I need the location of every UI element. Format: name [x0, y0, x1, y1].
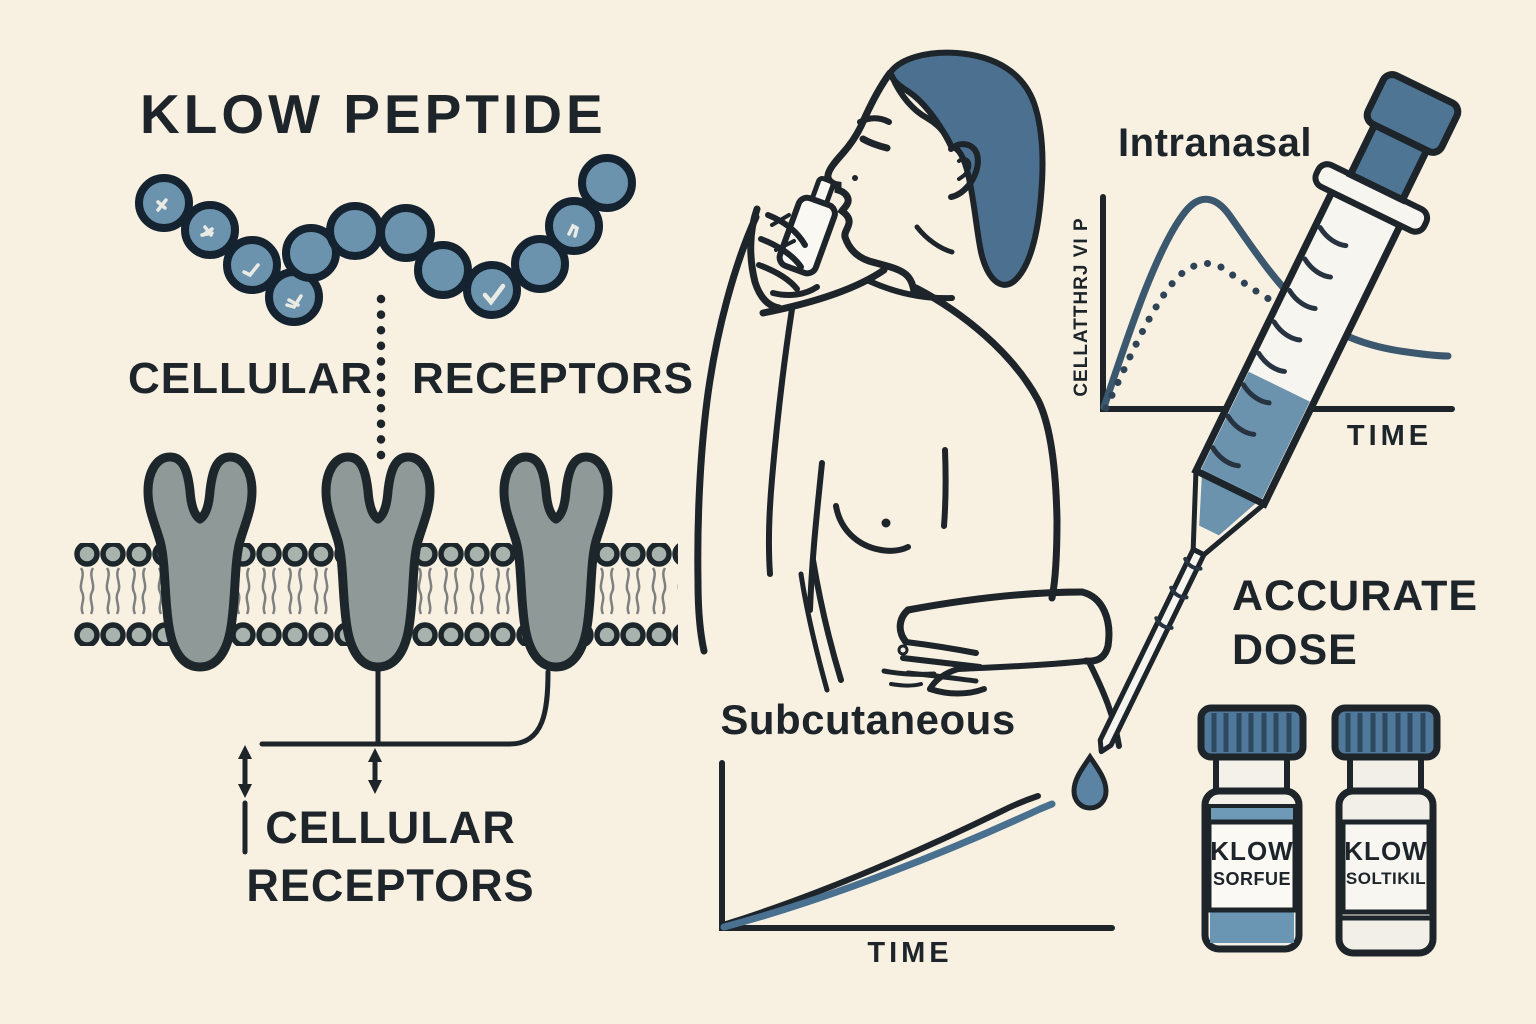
vial2-brand-label: KLOW — [1344, 836, 1428, 866]
collar-line — [866, 278, 955, 302]
peptide-bead — [463, 261, 521, 319]
vial1-liquid — [1210, 909, 1294, 943]
vial-icon-1 — [1197, 704, 1307, 953]
intranasal-x-axis-label: TIME — [1346, 420, 1433, 452]
holding-hand — [747, 205, 820, 312]
vial2-label — [1340, 819, 1432, 915]
hand-top — [896, 606, 912, 646]
double-arrow-icons — [238, 745, 382, 798]
peptide-bead — [414, 241, 472, 299]
subcutaneous-chart — [719, 760, 1115, 931]
eye — [859, 135, 891, 152]
syringe-liquid-taper — [1199, 469, 1262, 536]
ear — [948, 141, 981, 200]
hair — [886, 49, 1046, 288]
thumb — [927, 686, 987, 697]
hand-outline — [747, 205, 783, 312]
accurate-dose-line1: ACCURATE — [1232, 572, 1479, 620]
ear-inner — [957, 157, 972, 181]
intranasal-y-axis-label: CELLATTHRJ VI P — [1071, 217, 1092, 397]
accurate-dose-line2: DOSE — [1232, 626, 1358, 674]
cheek-line — [914, 224, 955, 255]
syringe-tube — [1097, 546, 1207, 755]
subcutaneous-title: Subcutaneous — [720, 696, 1016, 743]
nostril — [852, 175, 858, 181]
label-cellular-top: CELLULAR — [128, 354, 374, 403]
vial1-label — [1206, 819, 1298, 913]
syringe-taper-outline — [1190, 470, 1266, 558]
eyebrow — [857, 115, 892, 125]
intranasal-title: Intranasal — [1118, 121, 1312, 165]
raised-arm-inner — [765, 306, 795, 577]
peptide-bead — [511, 235, 569, 293]
receptor-icons — [148, 457, 608, 667]
syringe-plunger-knob — [1363, 71, 1462, 156]
knuckle-mark-2 — [774, 239, 796, 252]
side-fold-a — [810, 557, 844, 683]
finger-1 — [903, 639, 979, 656]
grip-thumb — [770, 284, 820, 298]
receptor-bracket — [242, 664, 551, 855]
membrane-caption-line2: RECEPTORS — [246, 860, 535, 911]
peptide-chain-icon — [135, 154, 636, 326]
intranasal-solid-curve — [1100, 195, 1452, 411]
knuckle-mark-1 — [770, 213, 791, 227]
peptide-bead — [326, 202, 384, 260]
drop-icon — [1071, 752, 1109, 811]
subcutaneous-dark-line — [720, 793, 1041, 928]
grip-finger-1 — [765, 212, 808, 248]
peptide-bead-marks — [156, 198, 580, 310]
fingernail — [897, 644, 909, 656]
vial2-variant-label: SOLTIKIL — [1345, 869, 1427, 888]
crossing-arm-top — [904, 588, 1086, 614]
grip-finger-2 — [758, 236, 804, 270]
peptide-bead — [223, 236, 281, 294]
side-fold-b — [798, 571, 830, 693]
vial-icon-2 — [1331, 704, 1441, 957]
spray-bottle — [776, 194, 838, 277]
intranasal-chart — [1100, 194, 1455, 412]
torso-left-edge — [807, 460, 825, 613]
grip-finger-3 — [756, 262, 800, 292]
vial2-cap-ribs — [1345, 713, 1426, 752]
syringe-icon — [1097, 71, 1462, 755]
vial1-brand-label: KLOW — [1210, 836, 1294, 866]
syringe-graduations — [1154, 225, 1349, 630]
pinch-fold-b — [889, 682, 923, 688]
finger-2 — [900, 655, 983, 670]
right-shoulder-arm — [912, 284, 1061, 602]
peptide-bead — [282, 224, 340, 282]
breast-line — [833, 503, 911, 554]
elbow-curve — [1078, 588, 1113, 665]
raised-arm-outer — [694, 213, 760, 655]
vial1-variant-label: SORFUE — [1212, 869, 1291, 889]
nipple-dot — [881, 518, 891, 528]
peptide-bead — [377, 204, 435, 262]
peptide-bead — [578, 154, 636, 212]
membrane-caption-line1: CELLULAR — [265, 802, 516, 853]
subcutaneous-x-axis-label: TIME — [867, 937, 953, 969]
face-profile — [824, 69, 918, 296]
page-title: KLOW PEPTIDE — [140, 83, 607, 145]
label-receptors-top: RECEPTORS — [412, 354, 695, 403]
subcutaneous-blue-line — [720, 800, 1056, 931]
hair-fringe-line — [889, 73, 954, 149]
pinch-fold-a — [881, 668, 937, 677]
sternum-line — [941, 447, 949, 529]
woman-figure — [694, 49, 1122, 749]
vial1-cap-ribs — [1211, 713, 1292, 752]
